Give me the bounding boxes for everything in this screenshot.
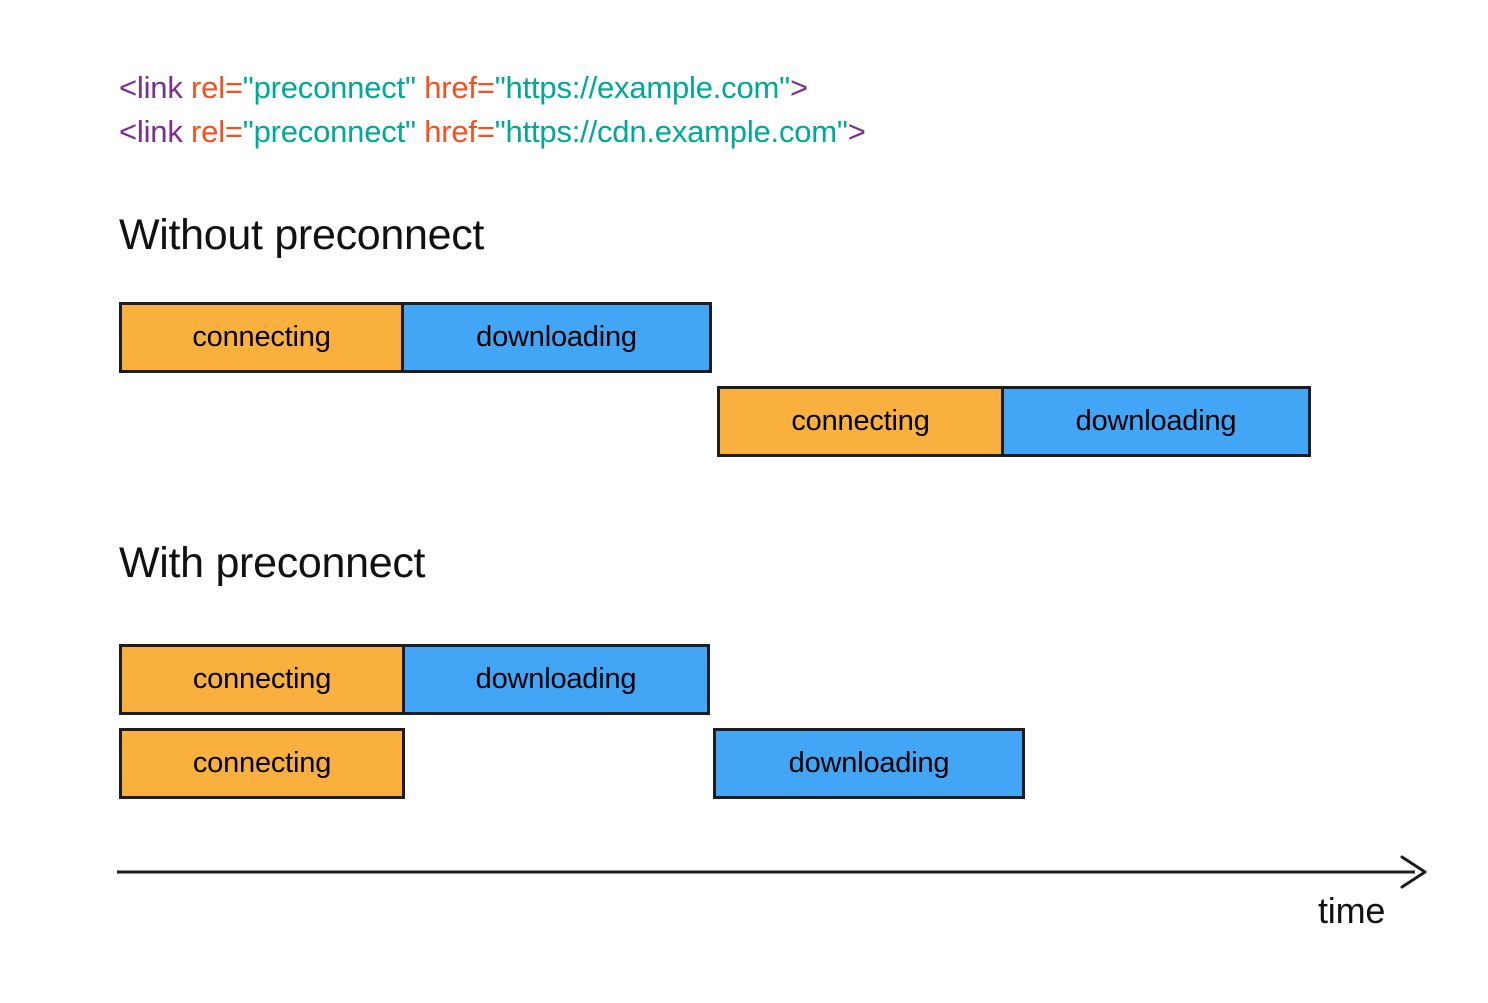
code-tag-open: <link	[119, 70, 183, 105]
time-axis-arrow	[117, 855, 1429, 889]
section-heading-without-preconnect: Without preconnect	[119, 211, 485, 259]
code-attr-href: href=	[415, 70, 495, 105]
code-value-rel: "preconnect"	[242, 114, 416, 149]
bar-segment-connecting: connecting	[119, 728, 405, 799]
timeline-row: connecting downloading	[119, 644, 710, 715]
code-value-href: "https://cdn.example.com"	[494, 114, 848, 149]
code-tag-open: <link	[119, 114, 183, 149]
code-tag-close: >	[847, 114, 866, 149]
timeline-row: connecting downloading	[119, 728, 1025, 799]
code-value-href: "https://example.com"	[494, 70, 790, 105]
timeline-row: connecting downloading	[717, 386, 1311, 457]
code-attr-rel: rel=	[182, 70, 243, 105]
axis-label-time: time	[1318, 890, 1386, 931]
code-value-rel: "preconnect"	[242, 70, 416, 105]
bar-segment-connecting: connecting	[717, 386, 1004, 457]
code-attr-href: href=	[415, 114, 495, 149]
bar-segment-connecting: connecting	[119, 302, 404, 373]
bar-segment-idle-gap	[402, 728, 716, 799]
bar-segment-downloading: downloading	[713, 728, 1025, 799]
code-line-1: <link rel="preconnect" href="https://exa…	[119, 66, 866, 110]
code-line-2: <link rel="preconnect" href="https://cdn…	[119, 110, 866, 154]
code-attr-rel: rel=	[182, 114, 243, 149]
bar-segment-downloading: downloading	[402, 644, 710, 715]
code-tag-close: >	[789, 70, 808, 105]
bar-segment-connecting: connecting	[119, 644, 405, 715]
bar-segment-downloading: downloading	[1001, 386, 1311, 457]
section-heading-with-preconnect: With preconnect	[119, 539, 426, 587]
timeline-row: connecting downloading	[119, 302, 712, 373]
code-snippet: <link rel="preconnect" href="https://exa…	[119, 66, 866, 154]
bar-segment-downloading: downloading	[401, 302, 712, 373]
